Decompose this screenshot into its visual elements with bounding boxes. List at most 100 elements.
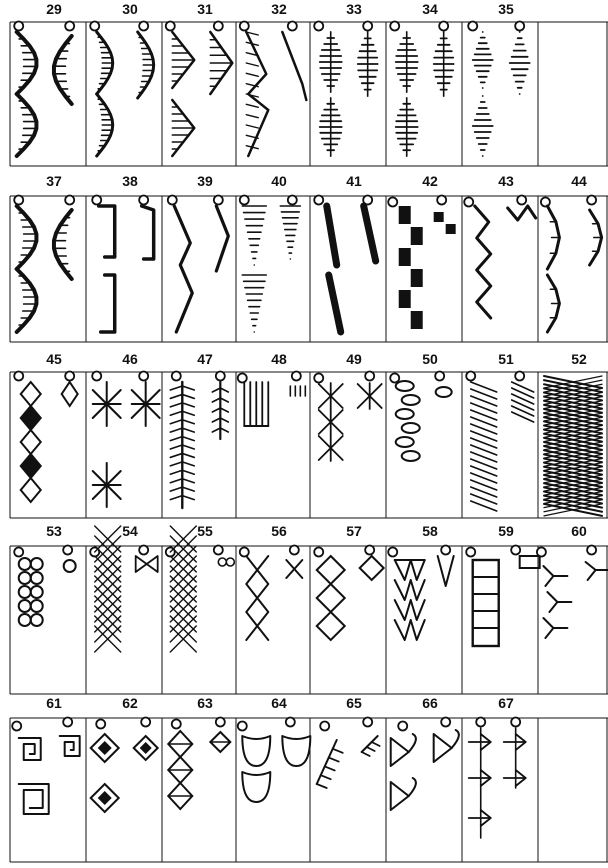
start-ring (63, 546, 72, 555)
start-ring (435, 372, 444, 381)
pattern-47-feather (170, 372, 228, 509)
pattern-number: 31 (197, 1, 213, 17)
start-ring (288, 196, 297, 205)
pattern-32-zigzag-fan (240, 22, 307, 157)
diamond-motif (21, 406, 41, 430)
pattern-number: 48 (271, 351, 287, 367)
circle-link (31, 600, 43, 612)
start-ring (96, 720, 105, 729)
start-ring (214, 22, 223, 31)
start-ring (65, 196, 74, 205)
pattern-number: 57 (346, 523, 362, 539)
start-ring (314, 196, 323, 205)
pattern-number: 61 (46, 695, 62, 711)
circle-link (218, 558, 226, 566)
pattern-number: 50 (422, 351, 438, 367)
stitch-line (136, 556, 158, 572)
circle-link (19, 600, 31, 612)
pattern-31-triangle-fan (166, 22, 233, 157)
start-ring (466, 548, 475, 557)
pattern-number: 54 (122, 523, 138, 539)
stitch-line (586, 562, 608, 570)
diamond-motif (21, 454, 41, 478)
pattern-number: 43 (498, 173, 514, 189)
start-ring (14, 372, 23, 381)
start-ring (390, 22, 399, 31)
stitch-line (19, 784, 49, 814)
pattern-number: 53 (46, 523, 62, 539)
pattern-number: 52 (571, 351, 587, 367)
stitch-line (142, 206, 154, 259)
start-ring (388, 548, 397, 557)
pattern-number: 47 (197, 351, 213, 367)
stitch-line (508, 206, 536, 220)
start-ring (290, 546, 299, 555)
hatch-line (246, 63, 258, 66)
circle-link (31, 614, 43, 626)
satin-block (446, 224, 456, 234)
pattern-number: 29 (46, 1, 62, 17)
stitch-line (60, 736, 80, 756)
stitch-line (317, 784, 327, 788)
scallop-edge (17, 94, 37, 156)
rope-link (402, 423, 420, 433)
diamond-motif (21, 382, 41, 406)
start-ring (172, 372, 181, 381)
stitch-line (512, 400, 534, 410)
stitch-line (246, 556, 268, 640)
diamond-motif (98, 741, 112, 755)
pattern-number: 62 (122, 695, 138, 711)
pattern-number: 37 (46, 173, 62, 189)
pattern-44-thin-arc (541, 196, 602, 333)
start-ring (511, 546, 520, 555)
pattern-55-lattice (166, 526, 235, 652)
pattern-number: 56 (271, 523, 287, 539)
stitch-line (547, 592, 571, 602)
start-ring (214, 546, 223, 555)
start-ring (314, 548, 323, 557)
start-ring (441, 718, 450, 727)
diamond-motif (317, 556, 345, 584)
diamond-motif (140, 742, 152, 754)
pattern-66-bow (391, 718, 459, 811)
pattern-40-wedge (240, 196, 301, 333)
pattern-67-arrow (469, 718, 526, 839)
start-ring (388, 198, 397, 207)
pattern-number: 66 (422, 695, 438, 711)
stitch-line (321, 775, 331, 779)
scallop-edge (17, 206, 37, 269)
start-ring (240, 196, 249, 205)
pattern-30-scallop-fan (90, 22, 153, 157)
pattern-56-x-chain (240, 546, 303, 641)
pattern-number: 38 (122, 173, 138, 189)
start-ring (363, 718, 372, 727)
ladder-frame (473, 560, 499, 646)
pattern-33-oval-fan (314, 22, 377, 157)
start-ring (240, 22, 249, 31)
stitch-line (333, 749, 343, 753)
pattern-53-circle-chain (14, 546, 75, 627)
start-ring (476, 718, 485, 727)
stitch-line (395, 600, 425, 620)
pattern-65-branch (317, 718, 380, 789)
stitch-line (101, 275, 115, 332)
start-ring (141, 718, 150, 727)
stitch-line (391, 782, 409, 810)
start-ring (398, 722, 407, 731)
rope-link (402, 451, 420, 461)
stitch-line (395, 560, 425, 580)
pattern-number: 35 (498, 1, 514, 17)
pattern-number: 60 (571, 523, 587, 539)
pattern-number: 64 (271, 695, 287, 711)
stitch-line (19, 738, 41, 760)
start-ring (214, 196, 223, 205)
stitch-line (329, 758, 339, 762)
pattern-46-cross-motif (92, 372, 159, 508)
start-ring (92, 372, 101, 381)
pattern-number: 67 (498, 695, 514, 711)
start-ring (464, 198, 473, 207)
bow-loop (409, 778, 416, 796)
start-ring (515, 372, 524, 381)
pattern-34-oval-fan (390, 22, 453, 157)
start-ring (14, 548, 23, 557)
